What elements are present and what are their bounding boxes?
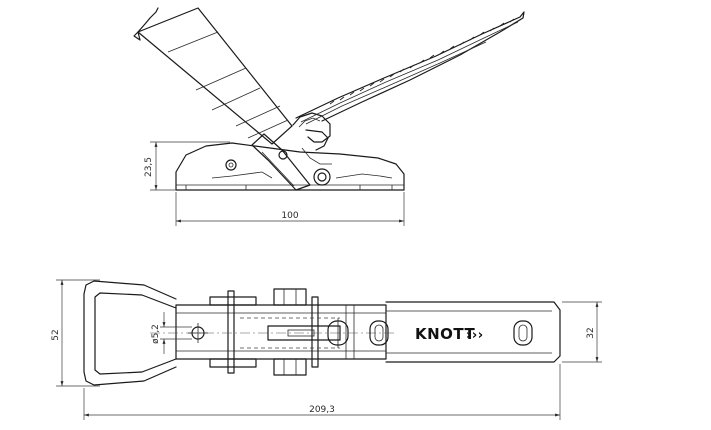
dim-overall-width-label: 52 xyxy=(51,329,61,340)
dim-overall-width: 52 xyxy=(51,279,100,387)
top-main-plate xyxy=(175,304,387,360)
top-slide-bars xyxy=(240,305,355,359)
dim-overall-length-label: 209,3 xyxy=(309,405,335,415)
side-hook xyxy=(292,112,332,165)
brand-logo-text: KNOTT xyxy=(415,325,476,343)
top-slot-left xyxy=(327,318,349,348)
brand-logo-mark: ››› xyxy=(466,328,484,343)
side-base-plate xyxy=(175,142,405,191)
dim-hole-diameter-label: ø5,2 xyxy=(151,324,161,344)
dim-hole-diameter: ø5,2 xyxy=(151,312,192,354)
dim-plate-width: 32 xyxy=(562,301,602,363)
side-lever-arm xyxy=(133,7,311,191)
top-latch-plate xyxy=(385,301,561,363)
side-view: 23,5 100 xyxy=(133,7,525,226)
top-hinge-lugs xyxy=(209,288,319,376)
top-wire-loop xyxy=(83,280,177,386)
dim-side-length: 100 xyxy=(175,192,405,226)
top-slot-middle xyxy=(369,320,389,346)
side-pivot-hole xyxy=(225,159,237,171)
dim-side-height-label: 23,5 xyxy=(144,157,154,177)
dim-side-height: 23,5 xyxy=(144,141,230,191)
side-handle xyxy=(295,11,525,125)
dim-side-length-label: 100 xyxy=(281,211,298,221)
dim-plate-width-label: 32 xyxy=(586,327,596,338)
dim-overall-length: 209,3 xyxy=(83,364,561,420)
top-view: KNOTT ››› 52 ø5,2 32 2 xyxy=(51,279,602,420)
side-main-pin xyxy=(313,168,331,186)
top-slot-right xyxy=(513,320,533,346)
